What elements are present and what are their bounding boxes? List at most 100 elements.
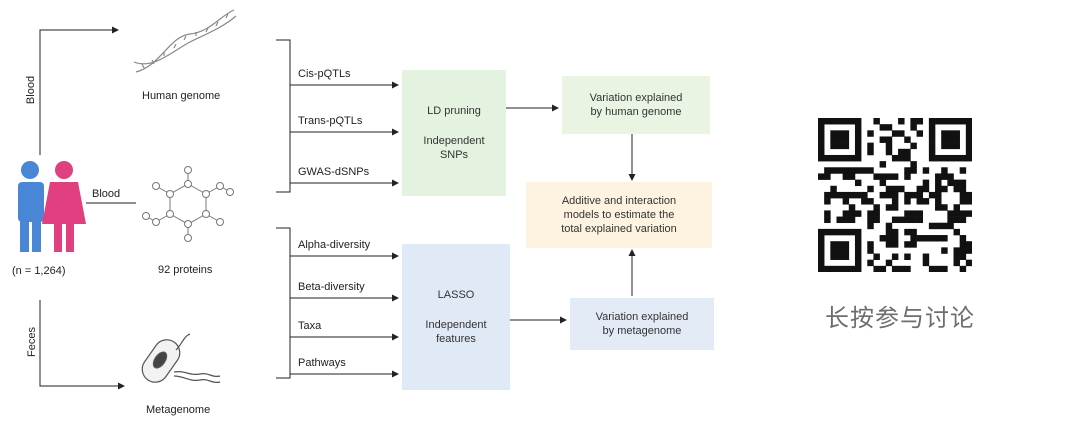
qr-module xyxy=(824,216,831,224)
qr-module xyxy=(965,136,972,143)
qr-module xyxy=(842,241,850,248)
qr-module xyxy=(848,204,856,211)
qr-module xyxy=(891,185,899,193)
qr-module xyxy=(867,198,874,205)
qr-module xyxy=(953,185,960,193)
qr-module xyxy=(867,247,874,254)
qr-module xyxy=(965,247,972,254)
qr-module xyxy=(928,124,936,131)
qr-module xyxy=(873,173,880,180)
qr-module xyxy=(959,154,967,162)
qr-module xyxy=(885,222,893,230)
qr-module xyxy=(891,216,899,224)
qr-module xyxy=(824,265,831,272)
lasso-independent-label: Independent xyxy=(425,319,487,331)
qr-module xyxy=(904,136,911,143)
feature-trans-pqtls: Trans-pQTLs xyxy=(298,115,363,127)
qr-module xyxy=(965,142,972,150)
qr-module xyxy=(842,136,850,143)
qr-module xyxy=(935,118,942,125)
qr-module xyxy=(848,191,856,199)
qr-module xyxy=(842,154,850,162)
qr-module xyxy=(854,154,862,162)
qr-module xyxy=(916,235,924,242)
qr-module xyxy=(830,185,837,193)
qr-module xyxy=(965,124,972,131)
lasso-features-label: features xyxy=(436,333,476,345)
qr-module xyxy=(873,118,880,125)
qr-module xyxy=(959,216,967,224)
qr-module xyxy=(916,130,924,137)
qr-module xyxy=(910,241,917,248)
qr-module xyxy=(965,210,972,217)
qr-module xyxy=(959,179,967,187)
qr-module xyxy=(959,118,967,125)
qr-module xyxy=(965,130,972,137)
qr-module xyxy=(879,179,887,187)
qr-code[interactable] xyxy=(818,118,972,272)
qr-module xyxy=(941,154,948,162)
qr-module xyxy=(898,185,905,193)
qr-module xyxy=(885,241,893,248)
qr-module xyxy=(904,191,911,199)
qr-module xyxy=(965,259,972,267)
qr-module xyxy=(885,148,893,156)
qr-module xyxy=(830,136,837,143)
feces-label: Feces xyxy=(26,327,38,357)
qr-module xyxy=(824,228,831,236)
qr-module xyxy=(935,235,942,242)
qr-module xyxy=(867,142,874,150)
qr-module xyxy=(830,191,837,199)
lasso-title: LASSO xyxy=(437,289,475,301)
qr-module xyxy=(941,247,948,254)
qr-module xyxy=(935,191,942,199)
qr-module xyxy=(836,216,843,224)
qr-module xyxy=(941,222,948,230)
qr-module xyxy=(953,216,960,224)
qr-module xyxy=(922,259,930,267)
model-box: Additive and interaction models to estim… xyxy=(526,182,712,248)
qr-module xyxy=(848,216,856,224)
qr-module xyxy=(904,210,911,217)
qr-module xyxy=(879,173,887,180)
qr-module xyxy=(861,167,868,174)
qr-module xyxy=(941,204,948,211)
qr-module xyxy=(836,247,843,254)
qr-module xyxy=(941,130,948,137)
qr-module xyxy=(959,235,967,242)
feature-pathways: Pathways xyxy=(298,357,346,369)
qr-module xyxy=(818,142,825,150)
variation-genome-line1: Variation explained xyxy=(589,92,683,104)
qr-module xyxy=(953,154,960,162)
qr-module xyxy=(891,204,899,211)
qr-module xyxy=(830,154,837,162)
qr-module xyxy=(928,154,936,162)
qr-module xyxy=(953,179,960,187)
qr-module xyxy=(836,228,843,236)
qr-module xyxy=(854,142,862,150)
qr-module xyxy=(830,247,837,254)
qr-module xyxy=(922,167,930,174)
ld-independent-label: Independent xyxy=(423,135,485,147)
qr-module xyxy=(848,118,856,125)
qr-module xyxy=(904,265,911,272)
qr-module xyxy=(959,265,967,272)
qr-module xyxy=(854,253,862,260)
qr-module xyxy=(891,198,899,205)
qr-module xyxy=(824,118,831,125)
qr-module xyxy=(947,173,954,180)
qr-module xyxy=(867,216,874,224)
qr-module xyxy=(922,185,930,193)
qr-module xyxy=(848,167,856,174)
qr-module xyxy=(916,198,924,205)
qr-module xyxy=(953,142,960,150)
qr-module xyxy=(898,154,905,162)
qr-module xyxy=(904,154,911,162)
qr-module xyxy=(824,167,831,174)
qr-module xyxy=(885,136,893,143)
qr-module xyxy=(928,142,936,150)
qr-module xyxy=(885,142,893,150)
qr-module xyxy=(842,167,850,174)
qr-module xyxy=(830,253,837,260)
